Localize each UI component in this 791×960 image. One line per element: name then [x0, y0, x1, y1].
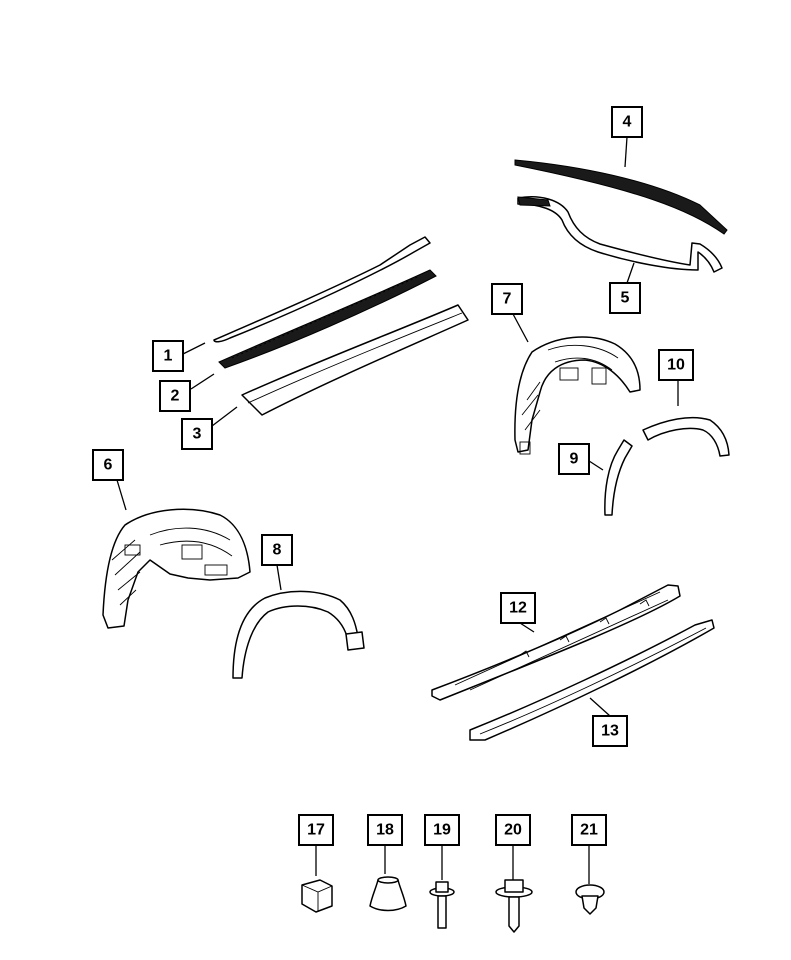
part-17-clip-nut [301, 879, 333, 913]
part-19-bolt [429, 881, 455, 929]
callout-3-label: 3 [193, 426, 202, 443]
callout-13-label: 13 [601, 723, 619, 740]
callout-5: 5 [609, 282, 641, 314]
callout-12-label: 12 [509, 600, 527, 617]
part-21-push-pin [575, 884, 605, 915]
callout-10: 10 [658, 349, 694, 381]
callout-18: 18 [367, 814, 403, 846]
callout-21-label: 21 [580, 822, 598, 839]
callout-6: 6 [92, 449, 124, 481]
part-13-sill-lower [469, 619, 715, 741]
callout-9: 9 [558, 443, 590, 475]
callout-4: 4 [611, 106, 643, 138]
part-18-grommet [369, 876, 407, 912]
part-12-sill-upper [431, 584, 681, 701]
part-1-roof-rail [213, 236, 431, 343]
callout-7-label: 7 [503, 291, 512, 308]
callout-17-label: 17 [307, 822, 325, 839]
part-9-rear-flare-front [604, 439, 633, 516]
callout-6-label: 6 [104, 457, 113, 474]
callout-10-label: 10 [667, 357, 685, 374]
callout-5-label: 5 [621, 290, 630, 307]
part-10-rear-flare-rear [642, 416, 730, 457]
callout-4-label: 4 [623, 114, 632, 131]
callout-1-label: 1 [164, 348, 173, 365]
callout-1: 1 [152, 340, 184, 372]
callout-9-label: 9 [570, 451, 579, 468]
callout-20-label: 20 [504, 822, 522, 839]
callout-8: 8 [261, 534, 293, 566]
part-8-front-wheel-flare [232, 590, 365, 679]
part-6-front-wheelhouse-liner [102, 508, 251, 629]
part-4-windshield-molding [514, 159, 728, 235]
callout-19-label: 19 [433, 822, 451, 839]
callout-20: 20 [495, 814, 531, 846]
part-2-roof-seal [218, 269, 437, 369]
callout-8-label: 8 [273, 542, 282, 559]
callout-2: 2 [159, 380, 191, 412]
callout-17: 17 [298, 814, 334, 846]
callout-13: 13 [592, 715, 628, 747]
callout-19: 19 [424, 814, 460, 846]
part-5-windshield-seal [517, 196, 723, 273]
callout-7: 7 [491, 283, 523, 315]
callout-12: 12 [500, 592, 536, 624]
callout-18-label: 18 [376, 822, 394, 839]
part-20-screw [495, 879, 533, 933]
part-3-roof-molding [241, 304, 469, 416]
callout-3: 3 [181, 418, 213, 450]
callout-21: 21 [571, 814, 607, 846]
part-7-rear-wheelhouse-liner [514, 336, 641, 455]
callout-2-label: 2 [171, 388, 180, 405]
